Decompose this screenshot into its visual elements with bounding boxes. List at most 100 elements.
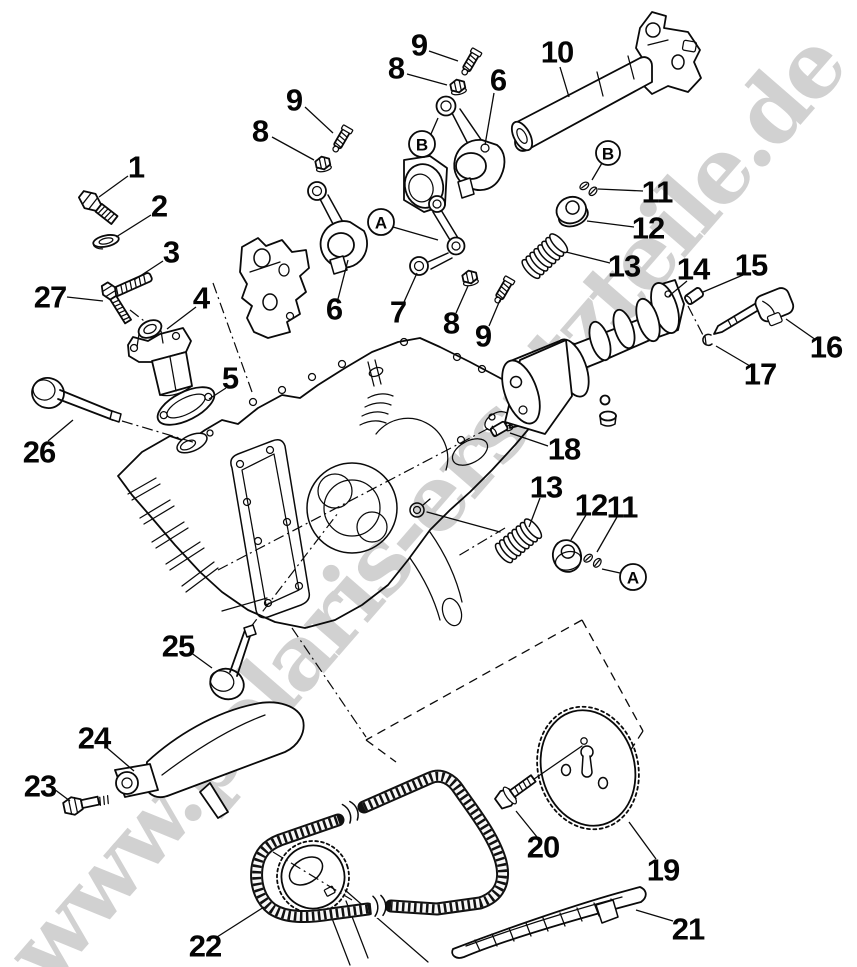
callout-leader-4 (166, 306, 197, 330)
bolt-27 (100, 281, 132, 325)
callout-number-22: 22 (189, 929, 221, 964)
callout-number-27: 27 (34, 280, 66, 315)
callout-number-20: 20 (527, 830, 559, 865)
callout-leader-17 (715, 345, 751, 367)
callout-leader-9 (488, 299, 501, 327)
callout-leader-18 (509, 432, 549, 447)
screw-9a (457, 46, 483, 79)
cam-ball (599, 394, 611, 406)
callout-number-8: 8 (388, 51, 405, 86)
callout-leader-11 (597, 188, 644, 192)
callout-leader-26 (47, 419, 74, 442)
pin-18 (489, 420, 509, 438)
callout-number-16: 16 (810, 330, 843, 365)
callout-number-6: 6 (326, 292, 343, 327)
screw-9b (328, 123, 354, 156)
chain-guide-21 (451, 886, 647, 959)
callout-number-9: 9 (475, 319, 492, 354)
rocker-bracket-left (239, 237, 310, 339)
callout-number-12: 12 (575, 488, 607, 523)
callout-number-12: 12 (632, 211, 664, 246)
callout-leader-25 (189, 651, 213, 669)
callout-leader-15 (702, 274, 744, 293)
pivot-bolt-23 (62, 794, 109, 816)
callout-leader-13 (565, 251, 611, 264)
callout-number-9: 9 (286, 83, 303, 118)
callout-leader-8 (455, 285, 469, 314)
callout-number-8: 8 (252, 114, 269, 149)
sprocket-bolt-20 (494, 774, 537, 810)
callout-number-15: 15 (735, 248, 768, 283)
callout-number-2: 2 (151, 189, 167, 224)
rocker-arm-6-upper (435, 95, 506, 199)
callout-leader-23 (53, 788, 71, 802)
callout-number-10: 10 (541, 35, 573, 70)
nut-8c (460, 268, 480, 288)
gasket-5 (156, 386, 216, 426)
callout-leader-12 (586, 220, 635, 228)
badge-circle-B1 (595, 140, 621, 166)
callout-number-6: 6 (490, 63, 507, 98)
callout-leader-22 (216, 906, 265, 938)
callout-number-8: 8 (443, 306, 460, 341)
callout-leader-9 (304, 106, 334, 134)
badge-leader-B1 (591, 162, 603, 181)
spring-group-upper (518, 177, 601, 282)
callout-number-4: 4 (193, 281, 211, 316)
callout-number-3: 3 (163, 235, 180, 270)
badge-circle-B0 (408, 130, 436, 158)
callout-number-25: 25 (162, 629, 195, 664)
badge-circle-A2 (367, 208, 395, 236)
badge-leader-A3 (601, 568, 621, 574)
cam-sprocket-19 (536, 705, 640, 831)
dowel-pin-15 (684, 287, 704, 305)
callout-leader-1 (98, 175, 129, 198)
callout-leader-21 (635, 909, 674, 922)
callout-leader-13 (528, 497, 541, 528)
callout-leader-20 (515, 810, 538, 838)
callout-leader-5 (208, 387, 227, 400)
callout-leader-27 (66, 296, 104, 302)
callout-number-18: 18 (548, 432, 581, 467)
callout-number-24: 24 (78, 721, 112, 756)
callout-number-21: 21 (672, 912, 705, 947)
callout-number-11: 11 (607, 490, 639, 525)
badge-letter-A2: A (375, 214, 387, 233)
chain-tensioner-4 (127, 319, 193, 397)
alignment-lines (121, 282, 705, 738)
callout-leader-8 (271, 136, 315, 161)
crank-sprocket (272, 840, 429, 966)
badge-leader-B0 (430, 117, 439, 135)
callout-number-14: 14 (677, 252, 711, 287)
camshaft-14 (501, 279, 685, 435)
callout-number-17: 17 (744, 357, 776, 392)
callout-leader-14 (668, 280, 688, 297)
badge-letter-A3: A (627, 569, 639, 588)
callout-leader-9 (428, 50, 459, 62)
bolt-1 (77, 190, 119, 225)
callout-leader-8 (406, 73, 448, 86)
callout-number-13: 13 (530, 470, 563, 505)
callout-leader-19 (628, 821, 657, 860)
valve-26 (31, 377, 122, 423)
rocker-shaft-10 (510, 55, 653, 152)
callout-number-11: 11 (642, 175, 674, 210)
washer-2 (92, 234, 120, 250)
cam-bucket (599, 410, 617, 427)
callout-leader-24 (105, 746, 135, 772)
callout-leader-12 (570, 514, 587, 541)
screw-9c (490, 274, 516, 307)
callout-leader-16 (785, 318, 817, 341)
callout-number-9: 9 (411, 28, 428, 63)
rocker-arm-center-7 (403, 155, 466, 276)
callout-number-23: 23 (24, 769, 57, 804)
callout-number-1: 1 (128, 150, 145, 185)
callout-leader-6 (484, 92, 495, 146)
cylinder-head (117, 337, 538, 629)
badge-leader-A2 (392, 226, 439, 241)
decomp-shaft-16 (713, 287, 795, 335)
callout-leader-11 (596, 516, 618, 553)
